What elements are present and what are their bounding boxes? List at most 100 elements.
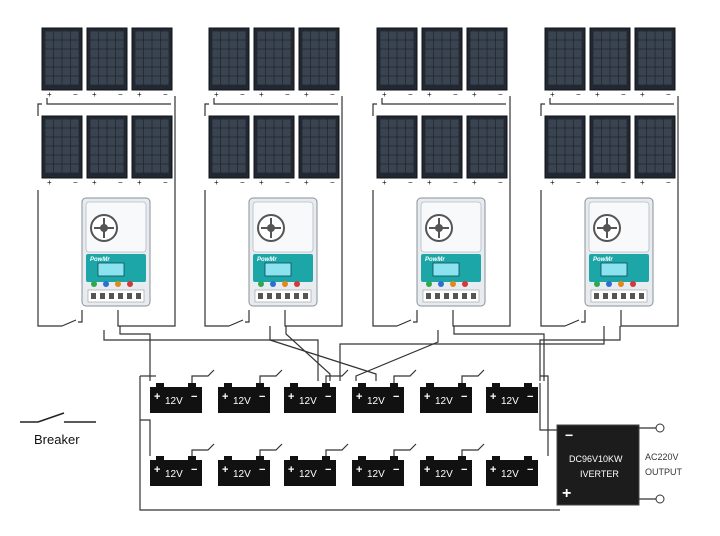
panel-cell (274, 164, 283, 173)
controller-terminal (612, 293, 617, 299)
panel-cell (495, 31, 504, 40)
battery-minus-sign: − (461, 464, 467, 476)
panel-cell (556, 76, 565, 85)
panel-cell (282, 49, 291, 58)
array-return (452, 190, 511, 327)
panel-cell (405, 128, 414, 137)
panel-cell (425, 40, 434, 49)
panel-cell (548, 146, 557, 155)
panel-cell (425, 137, 434, 146)
battery-body (150, 387, 202, 413)
panel-cell (638, 119, 647, 128)
panel-cell (319, 49, 328, 58)
panel-cell (556, 49, 565, 58)
panel-cell (327, 164, 336, 173)
solar-panel-1-1-1: +− (41, 27, 83, 99)
panel-cell (478, 49, 487, 58)
panel-cell (638, 40, 647, 49)
panel-cell (160, 128, 169, 137)
panel-cell (160, 31, 169, 40)
battery-plus-sign: + (154, 391, 160, 403)
panel-minus-terminal: − (163, 178, 168, 187)
panel-cell (556, 128, 565, 137)
panel-cell (610, 40, 619, 49)
panel-minus-terminal: − (285, 90, 290, 99)
panel-cell (478, 67, 487, 76)
panel-cell (220, 58, 229, 67)
battery-voltage-label: 12V (367, 469, 385, 480)
panel-cell (143, 31, 152, 40)
panel-cell (327, 67, 336, 76)
panel-cell (470, 137, 479, 146)
panel-cell (327, 58, 336, 67)
battery-2-4: +−12V (352, 456, 404, 486)
panel-cell (442, 128, 451, 137)
battery-post-negative (322, 383, 330, 388)
panel-minus-terminal: − (453, 90, 458, 99)
panel-cell (478, 31, 487, 40)
panel-cell (115, 119, 124, 128)
panel-cell (655, 49, 664, 58)
solar-panel-2-1-1: +− (208, 27, 250, 99)
panel-cell (425, 76, 434, 85)
controller-terminal (462, 293, 467, 299)
array-to-breaker-left (540, 190, 565, 327)
panel-cell (257, 76, 266, 85)
panel-plus-terminal: + (92, 90, 97, 99)
panel-cell (556, 146, 565, 155)
panel-cell (380, 76, 389, 85)
panel-cell (470, 76, 479, 85)
panel-plus-terminal: + (382, 178, 387, 187)
panel-cell (388, 128, 397, 137)
array-breaker-switch (564, 319, 580, 327)
panel-cell (143, 49, 152, 58)
panel-cell (663, 49, 672, 58)
battery-2-6: +−12V (486, 456, 538, 486)
panel-cell (610, 146, 619, 155)
controller-terminal (127, 293, 132, 299)
panel-cell (152, 58, 161, 67)
panel-cell (655, 155, 664, 164)
panel-cell (282, 128, 291, 137)
controller-terminal (267, 293, 272, 299)
panel-minus-terminal: − (118, 178, 123, 187)
breaker-to-controller (78, 310, 83, 323)
panel-cell (388, 146, 397, 155)
panel-cell (388, 40, 397, 49)
solar-panel-4-2-2: +− (589, 115, 631, 187)
controller-terminal (285, 293, 290, 299)
panel-cell (302, 146, 311, 155)
panel-cell (152, 128, 161, 137)
panel-cell (160, 76, 169, 85)
panel-cell (107, 76, 116, 85)
panel-cell (450, 155, 459, 164)
panel-cell (115, 67, 124, 76)
panel-cell (53, 146, 62, 155)
panel-cell (152, 76, 161, 85)
panel-cell (405, 119, 414, 128)
panel-cell (265, 76, 274, 85)
panel-cell (53, 76, 62, 85)
controller2-bus (269, 326, 377, 381)
panel-cell (601, 128, 610, 137)
panel-cell (319, 40, 328, 49)
panel-cell (62, 31, 71, 40)
controller3-neg (453, 326, 545, 381)
panel-cell (487, 49, 496, 58)
charge-controller-4: PowMr (584, 197, 654, 307)
panel-plus-terminal: + (472, 90, 477, 99)
battery-post-positive (426, 456, 434, 461)
solar-panel-1-2-1: +− (41, 115, 83, 187)
panel-cell (282, 146, 291, 155)
panel-cell (646, 164, 655, 173)
panel-cell (573, 76, 582, 85)
panel-cell (107, 128, 116, 137)
panel-cell (655, 58, 664, 67)
battery-post-negative (188, 456, 196, 461)
panel-plus-terminal: + (304, 90, 309, 99)
panel-minus-terminal: − (163, 90, 168, 99)
solar-panel-2-1-3: +− (298, 27, 340, 99)
panel-cell (495, 155, 504, 164)
panel-minus-terminal: − (408, 90, 413, 99)
